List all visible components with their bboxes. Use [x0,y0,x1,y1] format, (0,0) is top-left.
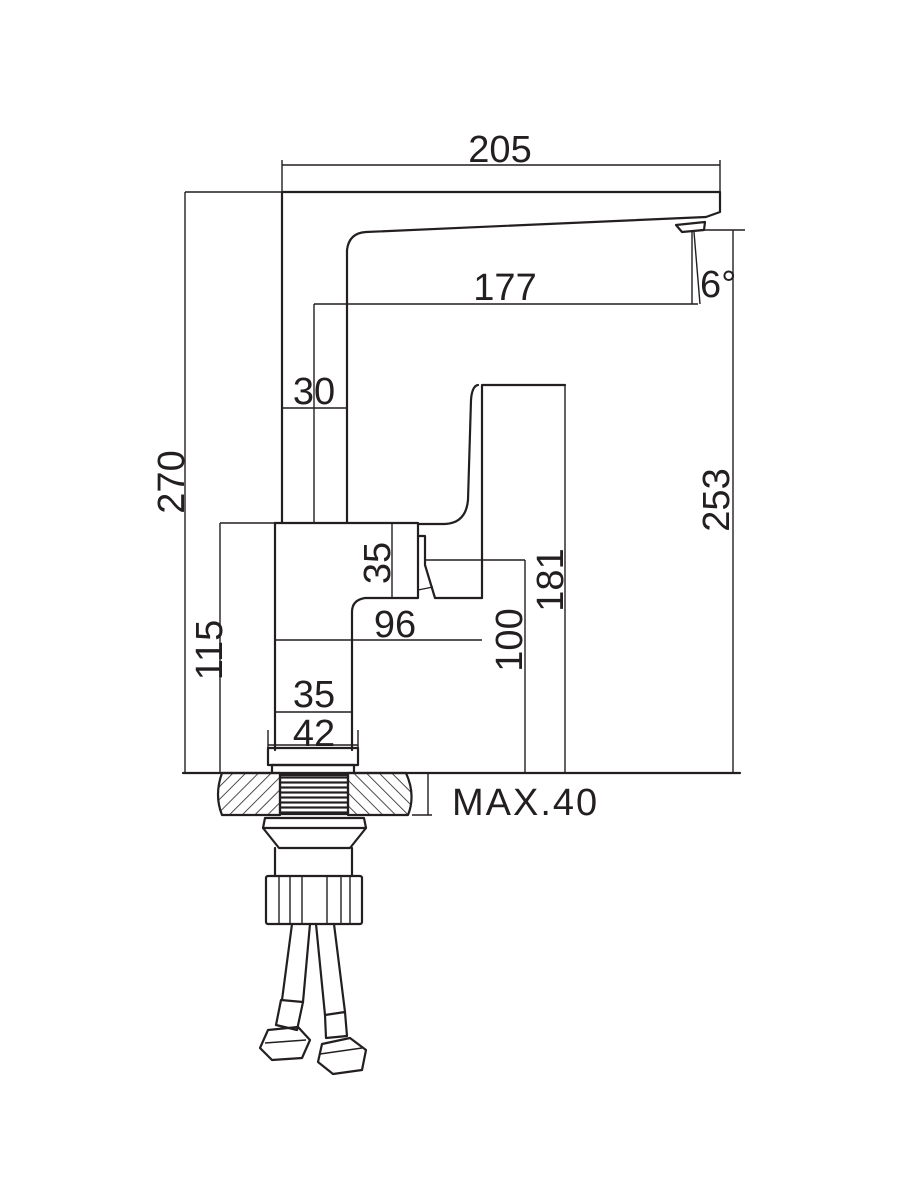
countertop-section [181,771,742,817]
dim-total-reach: 205 [468,129,531,171]
hose-right [314,922,347,1017]
dim-body-height: 115 [189,620,231,681]
hex-nut-right [316,1036,368,1076]
dimension-lines [184,160,745,816]
dim-body-depth: 96 [374,604,416,646]
dim-column-width: 30 [293,371,335,413]
lock-nut [261,816,368,850]
knurled-nut [264,874,364,926]
mounting-hardware [258,816,368,1076]
dim-spout-height: 253 [696,468,738,531]
dim-handle-height: 181 [530,548,572,611]
hose-left [280,922,312,1004]
dim-lever-height: 100 [489,608,531,671]
hex-nut-left [258,1025,312,1062]
dim-max-counter-thickness: MAX.40 [452,782,599,824]
dim-spout-angle: 6° [700,264,736,306]
faucet-body [266,190,722,775]
handle-lever [416,383,480,526]
dim-cartridge: 35 [357,542,399,584]
dim-flange-width: 42 [293,713,335,755]
dim-neck-width: 35 [293,674,335,716]
threaded-shank [278,773,350,816]
dim-spout-reach: 177 [473,267,536,309]
dim-total-height: 270 [151,450,193,513]
